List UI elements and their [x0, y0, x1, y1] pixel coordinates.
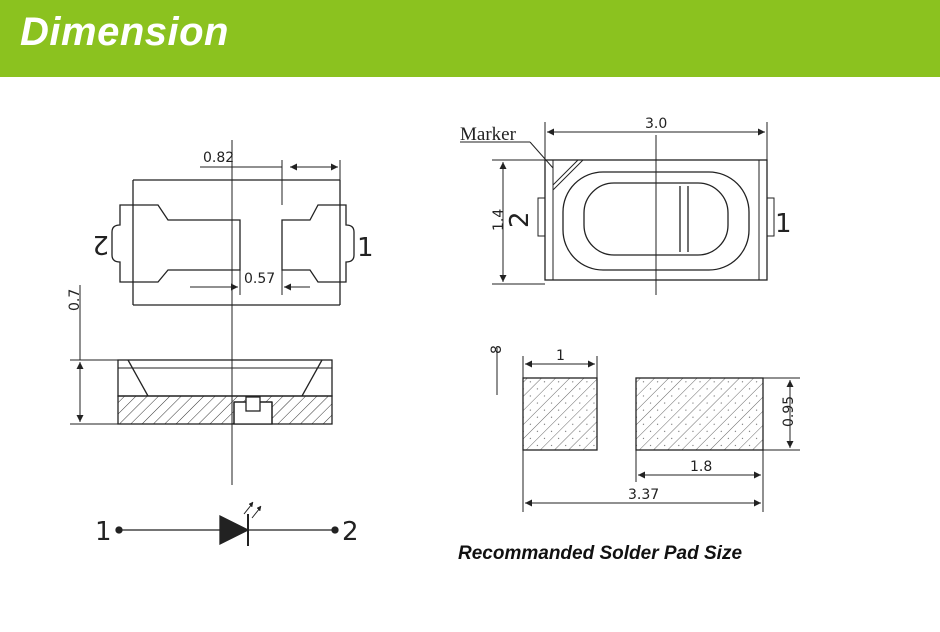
left-pin-1: 1 — [357, 233, 374, 263]
dim-pad-small: 1 — [556, 348, 565, 364]
dim-height: 0.7 — [67, 289, 83, 311]
left-top-view — [111, 140, 355, 485]
left-side-view — [70, 285, 333, 425]
left-pin-2: 2 — [92, 229, 109, 259]
solder-pad-drawing — [496, 348, 800, 512]
right-pin-2: 2 — [505, 211, 535, 228]
dim-total: 3.37 — [628, 487, 659, 503]
schematic-pin-2: 2 — [342, 517, 359, 547]
header-banner: Dimension — [0, 0, 940, 77]
led-schematic — [115, 501, 339, 546]
page-title: Dimension — [20, 10, 229, 54]
solder-pad-caption: Recommanded Solder Pad Size — [458, 543, 742, 564]
dim-inner-gap: 0.57 — [244, 271, 275, 287]
dim-top-width: 0.82 — [203, 150, 234, 166]
dim-pad-height: 0.95 — [781, 396, 797, 427]
dim-gap: 8 — [489, 345, 505, 354]
schematic-pin-1: 1 — [95, 517, 112, 547]
dimension-drawing: 0.82 0.57 2 1 0.7 1 2 — [67, 116, 800, 564]
right-top-view — [460, 122, 775, 295]
dim-width: 3.0 — [645, 116, 667, 132]
right-pin-1: 1 — [775, 209, 792, 239]
dim-pad-large: 1.8 — [690, 459, 712, 475]
dim-right-height: 1.4 — [491, 209, 507, 231]
marker-label: Marker — [460, 124, 517, 145]
